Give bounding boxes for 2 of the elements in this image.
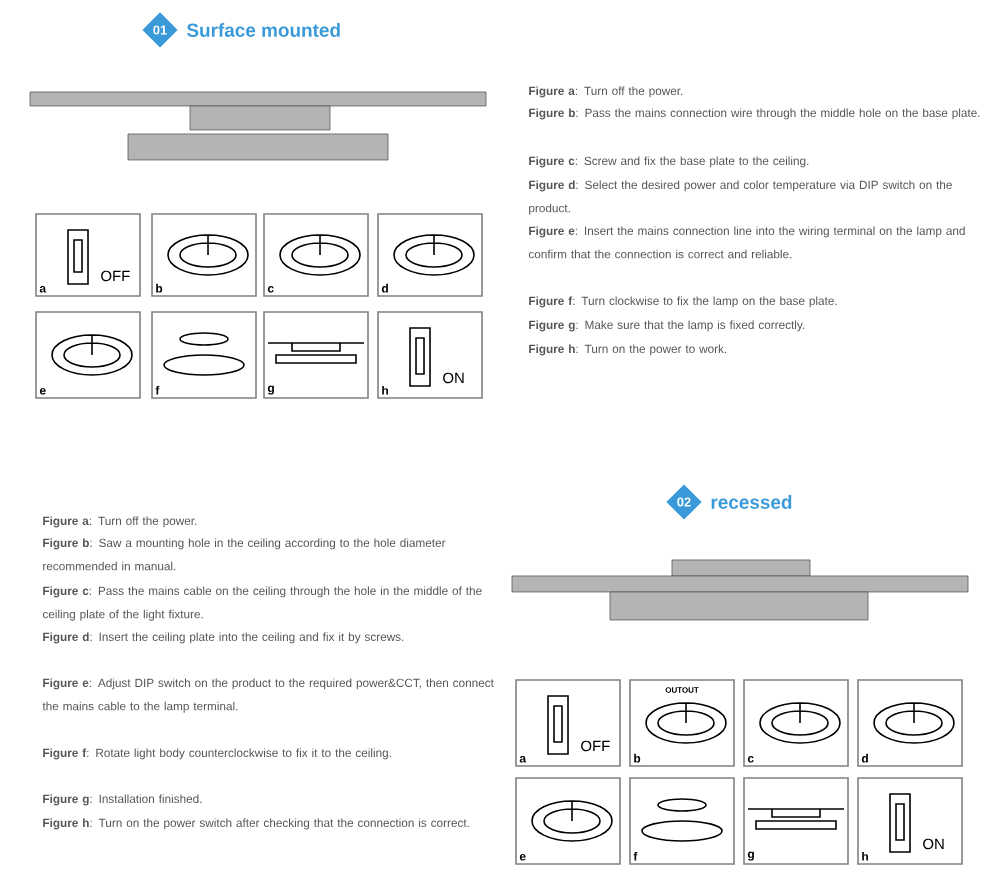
section-heading: Surface mounted [186, 23, 340, 37]
section-heading: recessed [711, 495, 792, 509]
